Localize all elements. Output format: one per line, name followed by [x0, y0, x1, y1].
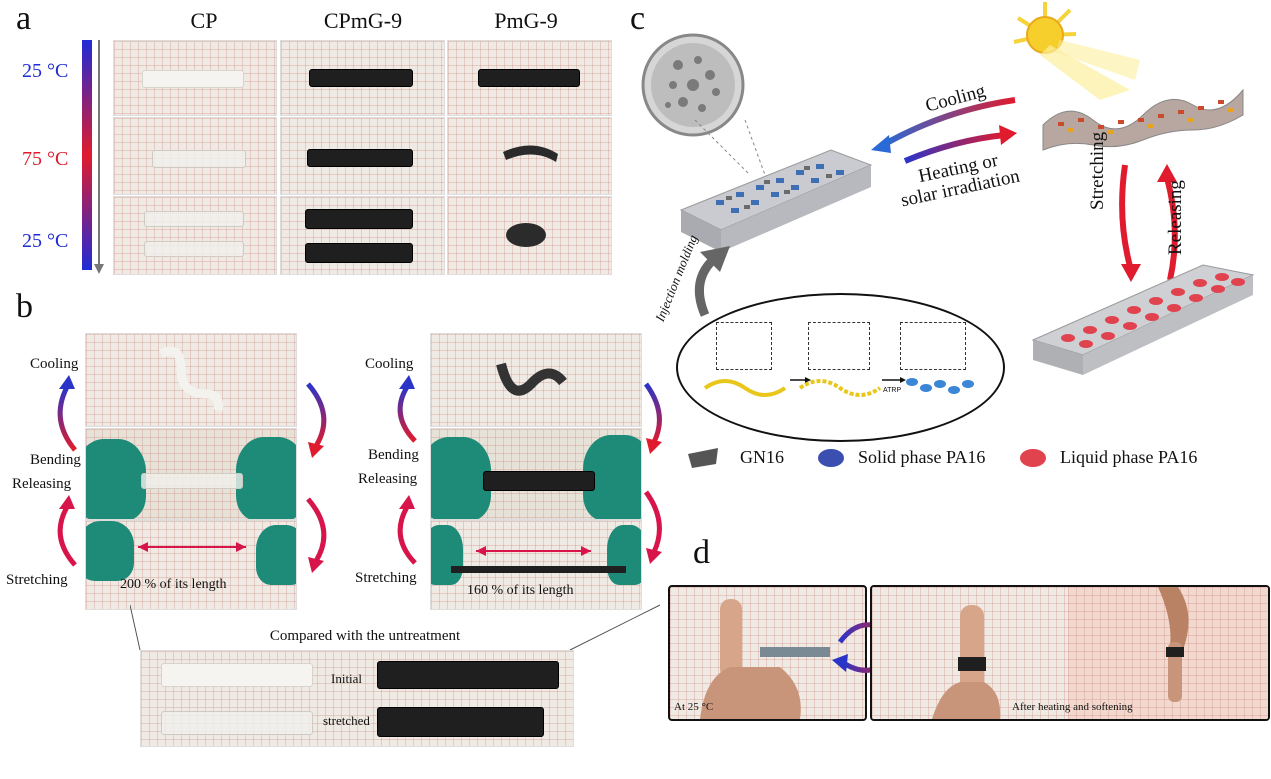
releasing-label: Releasing: [1165, 180, 1186, 255]
temp-label-3: 25 °C: [22, 230, 69, 252]
panel-d-letter: d: [693, 534, 710, 571]
photo-cpmg9-stretching: 160 % of its length: [430, 520, 642, 610]
cellulose-structure-1: [716, 322, 772, 370]
composite-slab-liquid: [1031, 264, 1255, 375]
label-cooling-left: Cooling: [30, 356, 79, 372]
stretching-label: Stretching: [1087, 131, 1108, 210]
column-header-cp: CP: [190, 8, 218, 33]
liquid-phase-legend-icon: [1020, 449, 1046, 467]
stretching-arrow-left-icon: [306, 497, 327, 573]
temp-label-1: 25 °C: [22, 60, 69, 82]
photo-ring-25c: At 25 °C: [668, 585, 867, 721]
panel-a-letter: a: [16, 0, 32, 37]
photo-ring-softened: After heating and softening: [870, 585, 1270, 721]
caption-at-25c: At 25 °C: [674, 701, 714, 713]
atrp-label: ATRP: [883, 387, 902, 394]
bending-arrow-right-icon: [643, 382, 662, 454]
cooling-arrow-right-icon: [397, 375, 417, 443]
stretch-caption-right: 160 % of its length: [467, 583, 574, 598]
photo-cpmg9-25c: [280, 40, 445, 116]
time-arrow-icon: [94, 40, 104, 274]
column-header-cpmg9: CPmG-9: [323, 8, 403, 33]
sun-icon: [1013, 2, 1140, 100]
photo-cpmg9-25c-after: [280, 196, 445, 275]
photo-pmg9-25c: [447, 40, 612, 116]
stretch-caption-left: 200 % of its length: [120, 577, 227, 592]
photo-cpmg9-bending: [430, 428, 642, 520]
stretch-release-arrows-icon: [1119, 164, 1178, 282]
photo-cpmg9-cooling: [430, 333, 642, 427]
composite-slab-solid: [679, 149, 873, 252]
photo-cp-bending: [85, 428, 297, 520]
temperature-gradient-bar: [82, 40, 92, 270]
label-releasing-left: Releasing: [12, 476, 72, 492]
photo-cp-25c-after: [113, 196, 277, 275]
cooling-heating-arrows-icon: [871, 97, 1017, 164]
bending-arrow-left-icon: [306, 382, 327, 458]
solid-phase-legend-icon: [818, 449, 844, 467]
cellulose-structure-2: [808, 322, 870, 370]
label-cooling-right: Cooling: [365, 356, 414, 372]
cooling-arrow-left-icon: [57, 375, 77, 452]
stretching-arrow-right-icon: [643, 490, 662, 564]
legend-solid-phase: Solid phase PA16: [858, 447, 986, 467]
injection-molding-arrow-icon: [694, 246, 730, 317]
photo-pmg9-25c-after: [447, 196, 612, 275]
photo-cp-25c: [113, 40, 277, 116]
synthesis-steps-icon: [703, 377, 974, 397]
label-releasing-right: Releasing: [358, 471, 418, 487]
label-stretching-left: Stretching: [6, 572, 68, 588]
synthesis-scheme-ellipse: [676, 293, 1005, 442]
zoom-dashed-lines: [694, 120, 766, 176]
compare-connector-lines: [130, 604, 661, 651]
photo-cp-stretching: 200 % of its length: [85, 520, 297, 610]
photo-cp-75c: [113, 117, 277, 195]
compare-title: Compared with the untreatment: [269, 628, 461, 644]
legend-gn16: GN16: [740, 447, 784, 467]
composite-slab-wavy: [1042, 88, 1244, 151]
column-header-pmg9: PmG-9: [494, 8, 558, 33]
releasing-arrow-left-icon: [57, 495, 77, 567]
panel-b-letter: b: [16, 288, 33, 325]
cellulose-structure-3: [900, 322, 966, 370]
photo-comparison: Initial stretched: [140, 650, 574, 747]
temp-label-2: 75 °C: [22, 148, 69, 170]
caption-after-heating: After heating and softening: [1012, 701, 1133, 713]
gn16-legend-icon: [688, 448, 718, 468]
label-bending-right: Bending: [368, 447, 419, 463]
compare-initial-label: Initial: [331, 671, 363, 686]
compare-stretched-label: stretched: [323, 713, 370, 728]
photo-cpmg9-75c: [280, 117, 445, 195]
photo-pmg9-75c: [447, 117, 612, 195]
legend-liquid-phase: Liquid phase PA16: [1060, 447, 1198, 467]
label-bending-left: Bending: [30, 452, 81, 468]
label-stretching-right: Stretching: [355, 570, 417, 586]
panel-c-letter: c: [630, 0, 646, 37]
releasing-arrow-right-icon: [397, 495, 417, 565]
photo-cp-cooling: [85, 333, 297, 427]
petri-dish-icon: [641, 33, 745, 137]
